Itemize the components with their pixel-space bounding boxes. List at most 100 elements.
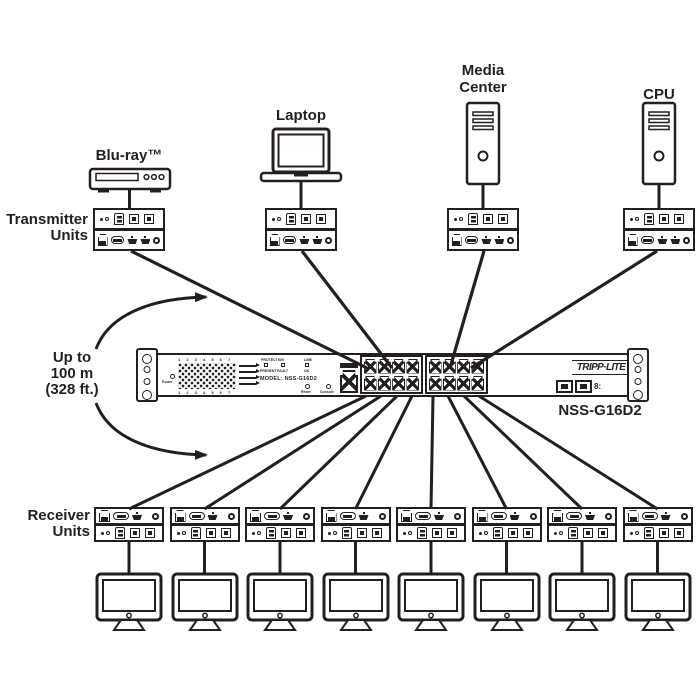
receiver-io-panel [320, 507, 391, 525]
indicator-arrow-icon [239, 381, 260, 385]
receiver-io-panel [622, 507, 693, 525]
rj45-port-11[interactable] [457, 358, 471, 374]
rj45-port-icon [401, 510, 412, 522]
status-marks-icon [630, 217, 639, 221]
vga-port-icon [566, 512, 582, 520]
vga-port-icon [490, 512, 507, 520]
status-marks-icon [327, 531, 337, 535]
usb-b-port-icon [190, 527, 201, 539]
audio-jack-icon [529, 512, 537, 520]
hdmi-port-icon [509, 512, 520, 520]
rj45-port-4[interactable] [406, 358, 420, 374]
power-led-label: Power [162, 380, 173, 384]
device-drop-lines [128, 181, 661, 210]
receiver-io-panel [396, 507, 466, 525]
status-marks-icon [629, 531, 639, 535]
rj45-port-1[interactable] [363, 358, 377, 374]
link-port-icon [205, 528, 216, 538]
hdmi-port-icon [127, 236, 138, 244]
vga-port-icon [339, 512, 356, 520]
rj45-port-10[interactable] [442, 358, 456, 374]
vga-port-icon [415, 512, 431, 520]
tripp-lite-logo: TRIPP·LITE [572, 360, 630, 375]
link-port-icon [498, 214, 508, 224]
sfp-ports [556, 380, 592, 393]
link-port-icon [220, 528, 231, 538]
receiver-to-monitor-lines [127, 541, 659, 574]
receiver-unit [320, 507, 391, 542]
reset-button[interactable] [305, 384, 310, 389]
console-button-label: Console [320, 390, 334, 394]
audio-jack-icon [454, 512, 461, 520]
link-port-icon [673, 528, 684, 538]
ok-label: OK [304, 369, 310, 373]
link-port-icon [371, 528, 382, 538]
rj45-port-8[interactable] [406, 375, 420, 391]
rj45-port-16[interactable] [471, 375, 485, 391]
status-marks-icon [252, 531, 261, 535]
link-port-icon [507, 528, 518, 538]
status-marks-icon [101, 531, 110, 535]
rj45-port-9[interactable] [428, 358, 442, 374]
vga-port-icon [282, 236, 297, 244]
sfp-port-icon[interactable] [556, 380, 573, 393]
reset-button-label: Reset [301, 390, 311, 394]
rj45-port-icon [627, 510, 639, 522]
rj45-port-5[interactable] [363, 375, 377, 391]
rj45-port-13[interactable] [428, 375, 442, 391]
link-port-icon [659, 214, 669, 224]
rj45-port-14[interactable] [442, 375, 456, 391]
vga-port-icon [641, 512, 658, 520]
audio-jack-icon [507, 236, 514, 244]
rj45-port-icon [250, 510, 261, 522]
audio-jack-icon [378, 512, 386, 520]
usb-b-port-icon [644, 213, 654, 225]
media-center-label: Media Center [459, 62, 507, 96]
sfp-port-icon[interactable] [575, 380, 592, 393]
rj45-port-2[interactable] [377, 358, 391, 374]
status-marks-icon [403, 531, 412, 535]
hdmi-port-icon [283, 512, 293, 520]
transmitter-unit [93, 208, 165, 251]
monitor-icon [322, 572, 389, 631]
audio-jack-icon [153, 236, 160, 244]
rj45-port-15[interactable] [457, 375, 471, 391]
hdmi-port-icon [585, 512, 595, 520]
console-button[interactable] [326, 384, 331, 389]
line-ok-led-icon [305, 363, 309, 367]
monitor-icon [548, 572, 616, 631]
audio-jack-icon [680, 512, 688, 520]
port-numbers-top: 1 2 3 4 5 6 7 8 [178, 357, 236, 362]
rj45-port-12[interactable] [471, 358, 485, 374]
range-arrow-down [94, 402, 208, 460]
laptop-icon [259, 127, 343, 183]
receiver-unit [245, 507, 315, 542]
console-rj45-port[interactable] [340, 370, 358, 393]
link-port-icon [144, 214, 154, 224]
monitor-icon [246, 572, 314, 631]
rj45-port-6[interactable] [377, 375, 391, 391]
bluray-label: Blu-ray™ [95, 147, 163, 164]
rj45-port-7[interactable] [392, 375, 406, 391]
usb-b-port-icon [468, 213, 478, 225]
monitor-icon [95, 572, 163, 631]
rack-hole-icon [633, 354, 643, 364]
receiver-data-panel [169, 524, 240, 542]
rack-hole-icon [143, 366, 151, 373]
status-marks-icon [100, 217, 109, 221]
hdmi-port-icon [434, 512, 444, 520]
receiver-unit [471, 507, 542, 542]
status-marks-icon [554, 531, 563, 535]
cpu-label: CPU [643, 86, 675, 103]
receiver-io-panel [471, 507, 542, 525]
hdmi-port-icon [140, 236, 151, 244]
monitor-icon [397, 572, 465, 631]
rj45-port-3[interactable] [392, 358, 406, 374]
vga-port-icon [113, 512, 129, 520]
port-bank-1 [360, 355, 423, 394]
receiver-data-panel [245, 524, 315, 542]
sfp-label: 8: [594, 382, 602, 391]
audio-jack-icon [227, 512, 235, 520]
range-note-line1: Up to [52, 349, 92, 366]
fault-label: FAULT [277, 369, 289, 373]
